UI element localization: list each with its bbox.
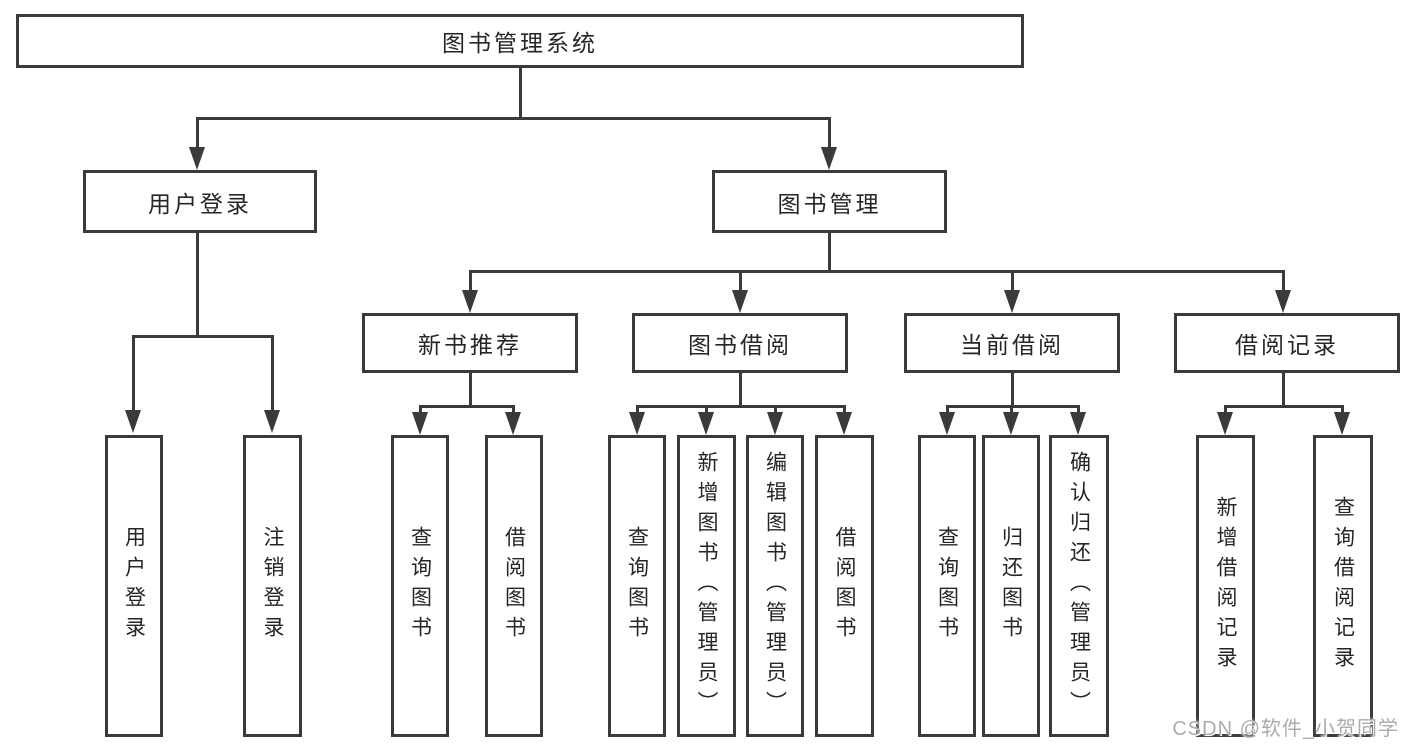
connector-line xyxy=(774,405,777,412)
connector-line xyxy=(132,335,273,338)
arrow-down-icon xyxy=(1334,412,1350,435)
connector-line xyxy=(1224,405,1344,408)
connector-line xyxy=(469,270,1285,273)
arrow-down-icon xyxy=(821,147,837,170)
connector-line xyxy=(705,405,708,412)
connector-line xyxy=(739,373,742,405)
leaf-query-books-current: 查询图书 xyxy=(918,435,976,737)
arrow-down-icon xyxy=(125,410,141,433)
connector-line xyxy=(636,405,639,412)
leaf-borrow-books: 借阅图书 xyxy=(815,435,874,737)
node-book-borrow: 图书借阅 xyxy=(632,313,848,373)
arrow-down-icon xyxy=(732,290,748,313)
node-label: 新增图书（管理员） xyxy=(695,451,718,721)
leaf-logout: 注销登录 xyxy=(243,435,302,737)
node-borrow-records: 借阅记录 xyxy=(1174,313,1400,373)
node-label: 图书管理 xyxy=(777,190,882,217)
connector-line xyxy=(196,117,199,147)
node-label: 归还图书 xyxy=(999,526,1023,646)
arrow-down-icon xyxy=(939,412,955,435)
node-label: 用户登录 xyxy=(122,526,146,646)
node-label: 确认归还（管理员） xyxy=(1067,451,1091,721)
arrow-down-icon xyxy=(462,290,478,313)
leaf-return-book: 归还图书 xyxy=(982,435,1040,737)
connector-line xyxy=(1341,405,1344,412)
connector-line xyxy=(519,68,522,117)
arrow-down-icon xyxy=(1004,290,1020,313)
node-current-borrow: 当前借阅 xyxy=(904,313,1120,373)
node-label: 注销登录 xyxy=(261,526,284,646)
node-label: 借阅记录 xyxy=(1235,332,1339,358)
leaf-query-books-recommend: 查询图书 xyxy=(391,435,449,737)
connector-line xyxy=(469,270,472,290)
connector-line xyxy=(1011,373,1014,405)
connector-line xyxy=(843,405,846,412)
connector-line xyxy=(946,405,1080,408)
node-label: 图书管理系统 xyxy=(442,30,598,56)
connector-line xyxy=(946,405,949,412)
node-label: 图书借阅 xyxy=(688,332,792,358)
node-label: 借阅图书 xyxy=(833,526,856,646)
node-new-book-recommend: 新书推荐 xyxy=(362,313,578,373)
arrow-down-icon xyxy=(189,147,205,170)
arrow-down-icon xyxy=(698,412,714,435)
node-label: 编辑图书（管理员） xyxy=(763,451,787,721)
connector-line xyxy=(132,335,135,410)
connector-line xyxy=(419,405,515,408)
arrow-down-icon xyxy=(767,412,783,435)
arrow-down-icon xyxy=(1003,412,1019,435)
connector-line xyxy=(739,270,742,290)
arrow-down-icon xyxy=(836,412,852,435)
node-label: 查询图书 xyxy=(408,526,432,646)
node-label: 新书推荐 xyxy=(418,332,522,358)
connector-line xyxy=(196,233,199,335)
connector-line xyxy=(636,405,846,408)
connector-line xyxy=(469,373,472,405)
connector-line xyxy=(1224,405,1227,412)
connector-line xyxy=(512,405,515,412)
arrow-down-icon xyxy=(1070,412,1086,435)
node-label: 查询借阅记录 xyxy=(1331,496,1355,676)
arrow-down-icon xyxy=(629,412,645,435)
arrow-down-icon xyxy=(505,412,521,435)
leaf-borrow-books-recommend: 借阅图书 xyxy=(485,435,543,737)
node-user-login-branch: 用户登录 xyxy=(83,170,317,233)
leaf-query-books-borrow: 查询图书 xyxy=(608,435,666,737)
csdn-watermark: CSDN @软件_小贺同学 xyxy=(1172,718,1399,740)
connector-line xyxy=(828,233,831,270)
connector-line xyxy=(1010,405,1013,412)
arrow-down-icon xyxy=(1275,290,1291,313)
leaf-add-book-admin: 新增图书（管理员） xyxy=(677,435,736,737)
arrow-down-icon xyxy=(412,412,428,435)
node-label: 当前借阅 xyxy=(960,332,1064,358)
leaf-user-login: 用户登录 xyxy=(105,435,163,737)
arrow-down-icon xyxy=(1217,412,1233,435)
node-label: 查询图书 xyxy=(935,526,959,646)
connector-line xyxy=(196,117,831,120)
connector-line xyxy=(1282,270,1285,290)
connector-line xyxy=(1011,270,1014,290)
connector-line xyxy=(1077,405,1080,412)
connector-line xyxy=(1282,373,1285,405)
connector-line xyxy=(828,117,831,147)
node-book-management-branch: 图书管理 xyxy=(712,170,947,233)
arrow-down-icon xyxy=(264,410,280,433)
node-label: 用户登录 xyxy=(148,190,252,217)
leaf-add-borrow-record: 新增借阅记录 xyxy=(1196,435,1255,737)
node-label: 借阅图书 xyxy=(502,526,526,646)
leaf-query-borrow-record: 查询借阅记录 xyxy=(1313,435,1373,737)
node-library-system-root: 图书管理系统 xyxy=(16,14,1024,68)
leaf-confirm-return-admin: 确认归还（管理员） xyxy=(1049,435,1109,737)
connector-line xyxy=(419,405,422,412)
leaf-edit-book-admin: 编辑图书（管理员） xyxy=(746,435,804,737)
node-label: 新增借阅记录 xyxy=(1214,496,1237,676)
node-label: 查询图书 xyxy=(625,526,649,646)
connector-line xyxy=(271,335,274,410)
